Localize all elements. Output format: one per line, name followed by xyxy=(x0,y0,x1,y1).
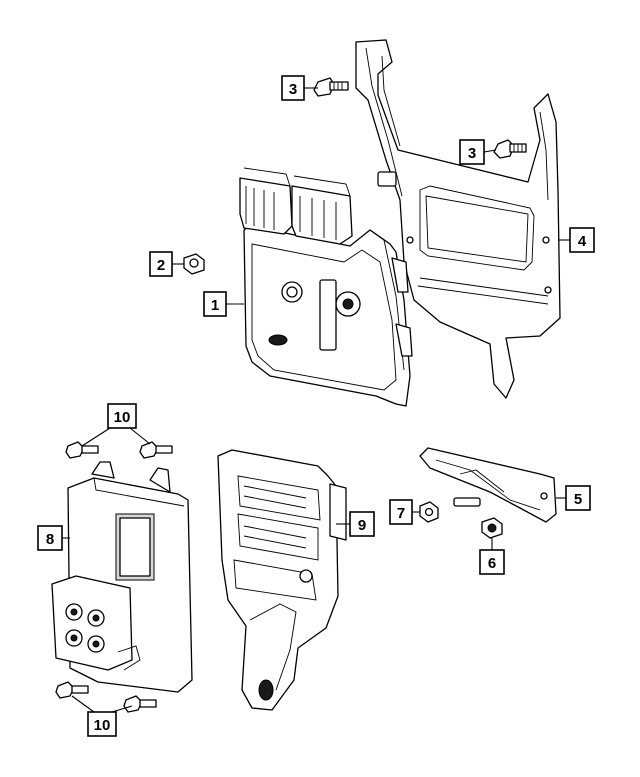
part-2-nut[interactable] xyxy=(183,253,205,275)
part-5-bracket[interactable] xyxy=(419,447,557,523)
callout-10-lower: 10 xyxy=(87,711,117,737)
part-3-bolt-upper[interactable] xyxy=(313,77,349,97)
callout-2: 2 xyxy=(149,251,173,277)
callout-label: 9 xyxy=(358,517,366,534)
callout-label: 6 xyxy=(488,555,496,572)
callout-6: 6 xyxy=(479,549,505,575)
part-10-bolt-upper-right[interactable] xyxy=(139,441,173,459)
callout-7: 7 xyxy=(389,499,413,525)
part-4-bracket[interactable] xyxy=(355,39,561,399)
callout-1: 1 xyxy=(203,291,227,317)
leader-lines xyxy=(62,87,570,713)
part-3-bolt-right[interactable] xyxy=(493,139,527,159)
callout-label: 2 xyxy=(157,257,165,274)
part-1-ecu-module[interactable] xyxy=(239,167,413,407)
callout-label: 4 xyxy=(578,233,587,250)
callout-label: 7 xyxy=(397,505,405,522)
callout-3-upper: 3 xyxy=(281,75,305,101)
callout-label: 5 xyxy=(574,491,582,508)
part-10-bolt-upper-left[interactable] xyxy=(65,441,99,459)
callout-9: 9 xyxy=(349,511,375,537)
callout-3-right: 3 xyxy=(459,139,485,165)
callout-4: 4 xyxy=(569,227,595,253)
callout-label: 3 xyxy=(468,145,476,162)
part-9-housing-bracket[interactable] xyxy=(217,449,347,711)
callout-label: 3 xyxy=(289,81,297,98)
callout-label: 1 xyxy=(211,297,219,314)
part-8-module[interactable] xyxy=(51,461,193,693)
callout-8: 8 xyxy=(37,525,63,551)
callout-label: 10 xyxy=(94,717,111,734)
callout-label: 10 xyxy=(114,409,131,426)
part-6-nut[interactable] xyxy=(481,517,503,539)
callout-5: 5 xyxy=(565,485,591,511)
part-10-bolt-lower-right[interactable] xyxy=(123,695,157,713)
part-10-bolt-lower-left[interactable] xyxy=(55,681,89,699)
part-7-nut[interactable] xyxy=(419,501,439,523)
callout-label: 8 xyxy=(46,531,54,548)
callout-10-upper: 10 xyxy=(107,403,137,429)
